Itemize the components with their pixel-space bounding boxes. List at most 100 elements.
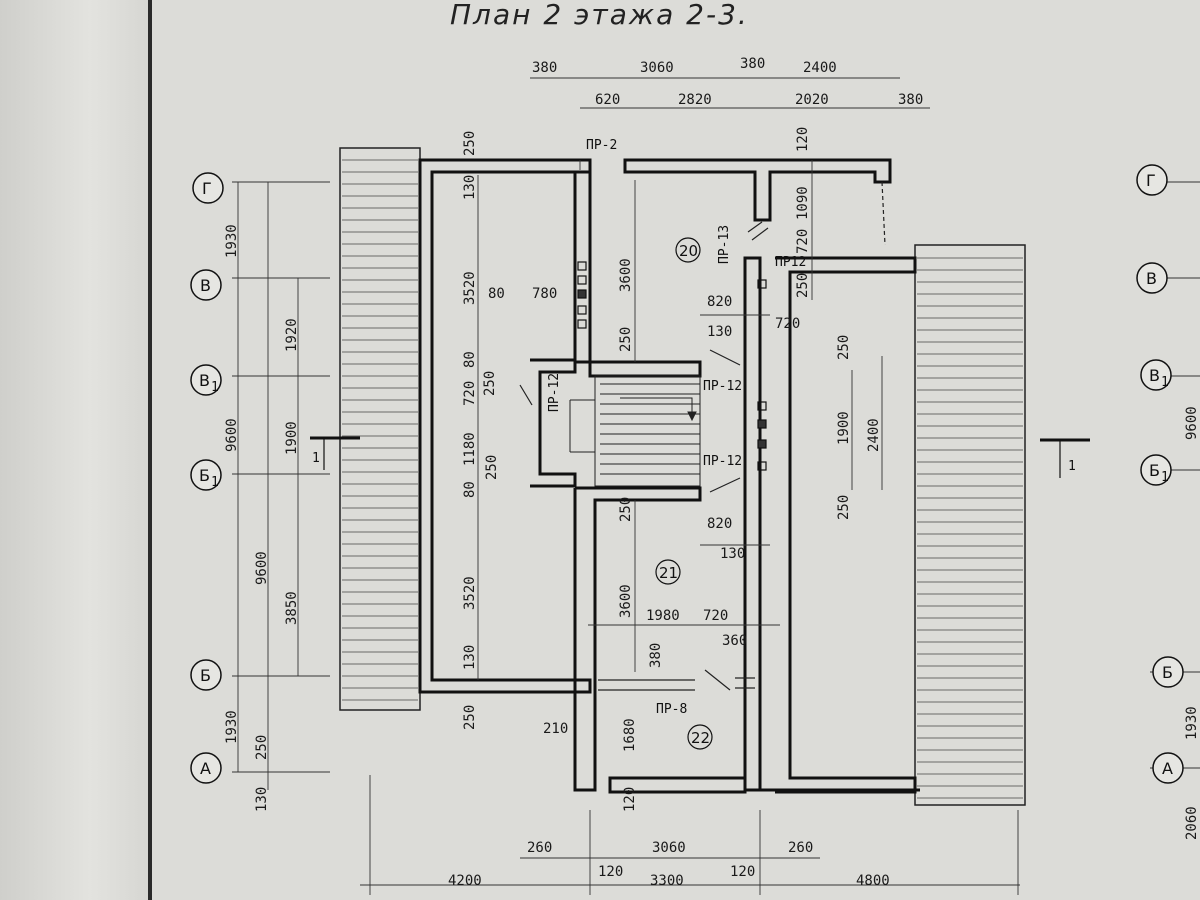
room-number-22: 22 <box>691 729 710 747</box>
dim-int-250h: 250 <box>836 335 852 360</box>
dim-int-1680: 1680 <box>622 718 638 752</box>
axis-label-b1-sub-right: 1 <box>1161 470 1169 485</box>
dim-left-1930a: 1930 <box>224 224 240 258</box>
background-paper-left <box>0 0 150 900</box>
dim-top-380b: 380 <box>740 56 765 72</box>
dim-int-820b: 820 <box>707 516 732 532</box>
left-balcony <box>339 147 421 711</box>
dim-int-820a: 820 <box>707 294 732 310</box>
room-number-20: 20 <box>679 242 698 260</box>
dim-top-380a: 380 <box>532 60 557 76</box>
dim-int-80a: 80 <box>488 286 505 302</box>
dim-int-360: 360 <box>722 633 747 649</box>
dim-int-250i: 250 <box>836 495 852 520</box>
opening-pr12-c: ПР-12 <box>703 454 742 469</box>
dim-int-2400b: 2400 <box>866 418 882 452</box>
dim-top-3060: 3060 <box>640 60 674 76</box>
axis-label-a-left: А <box>200 759 211 778</box>
section-mark-left: 1 <box>312 451 320 466</box>
staircase <box>569 375 701 487</box>
dim-bottom-260b: 260 <box>788 840 813 856</box>
dim-left-1900: 1900 <box>284 421 300 455</box>
axis-label-v1-right: В <box>1149 366 1160 385</box>
dim-int-250b: 250 <box>482 371 498 396</box>
dim-int-250f: 250 <box>618 497 634 522</box>
dim-left-9600b: 9600 <box>254 551 270 585</box>
walls <box>418 158 920 794</box>
dim-top-2400: 2400 <box>803 60 837 76</box>
dim-int-130-top: 130 <box>462 175 478 200</box>
vent-ducts <box>577 261 767 471</box>
dim-bottom-3300: 3300 <box>650 873 684 889</box>
dim-bottom-4200: 4200 <box>448 873 482 889</box>
axis-label-b1-sub-left: 1 <box>211 475 219 490</box>
dim-top-620: 620 <box>595 92 620 108</box>
dim-int-80c: 80 <box>462 481 478 498</box>
opening-pr12-left: ПР-12 <box>547 373 562 412</box>
dim-int-720b: 720 <box>775 316 800 332</box>
dim-left-250a: 250 <box>254 735 270 760</box>
dim-int-720d: 720 <box>795 229 811 254</box>
dim-int-780: 780 <box>532 286 557 302</box>
dim-left-130a: 130 <box>254 787 270 812</box>
dim-int-380d: 380 <box>648 643 664 668</box>
opening-pr12-b: ПР-12 <box>703 379 742 394</box>
dim-bottom-4800: 4800 <box>856 873 890 889</box>
room-markers <box>655 237 713 750</box>
dim-right-1930: 1930 <box>1184 706 1200 740</box>
axis-bubbles-right <box>1136 164 1184 784</box>
axis-label-g-right: Г <box>1146 171 1156 190</box>
dim-int-720a: 720 <box>462 381 478 406</box>
dim-bottom-3060: 3060 <box>652 840 686 856</box>
dim-int-3520a: 3520 <box>462 271 478 305</box>
axis-label-b-right: Б <box>1162 663 1173 682</box>
dim-int-130d: 130 <box>720 546 745 562</box>
opening-pr13: ПР-13 <box>717 225 732 264</box>
door-marks <box>519 181 886 691</box>
dim-int-720c: 720 <box>703 608 728 624</box>
dimension-lines <box>232 77 1200 895</box>
opening-pr12-a: ПР12 <box>775 255 806 270</box>
sheet-edge <box>148 0 152 900</box>
dim-int-120b: 120 <box>795 127 811 152</box>
dim-right-2060: 2060 <box>1184 806 1200 840</box>
axis-label-b1-right: Б <box>1149 461 1160 480</box>
axis-label-g-left: Г <box>202 179 212 198</box>
room-number-21: 21 <box>659 564 678 582</box>
plan-title: План 2 этажа 2-3. <box>450 0 749 31</box>
dim-top-380c: 380 <box>898 92 923 108</box>
dim-int-250e: 250 <box>618 327 634 352</box>
axis-label-b-left: Б <box>200 666 211 685</box>
dim-int-1090: 1090 <box>795 186 811 220</box>
right-balcony <box>914 244 1026 806</box>
dim-bottom-260a: 260 <box>527 840 552 856</box>
dim-left-9600a: 9600 <box>224 418 240 452</box>
dim-int-3600a: 3600 <box>618 258 634 292</box>
axis-label-b1-left: Б <box>199 466 210 485</box>
dim-top-2020: 2020 <box>795 92 829 108</box>
dim-int-120a: 120 <box>622 787 638 812</box>
dim-left-1930b: 1930 <box>224 710 240 744</box>
section-mark-right: 1 <box>1068 459 1076 474</box>
axis-label-a-right: А <box>1162 759 1173 778</box>
axis-label-v-left: В <box>200 276 211 295</box>
section-cut-marks <box>310 436 1090 478</box>
axis-label-v1-sub-left: 1 <box>211 380 219 395</box>
axis-label-v1-sub-right: 1 <box>1161 375 1169 390</box>
dim-int-80b: 80 <box>462 351 478 368</box>
dim-int-3520b: 3520 <box>462 576 478 610</box>
dim-int-1180: 1180 <box>462 432 478 466</box>
dim-bottom-120a: 120 <box>598 864 623 880</box>
axis-label-v1-left: В <box>199 371 210 390</box>
dim-int-130b: 130 <box>462 645 478 670</box>
dim-top-2820: 2820 <box>678 92 712 108</box>
opening-pr8: ПР-8 <box>656 702 687 717</box>
dim-int-1900b: 1900 <box>836 411 852 445</box>
dim-int-1980: 1980 <box>646 608 680 624</box>
dim-int-250c: 250 <box>484 455 500 480</box>
dim-int-210: 210 <box>543 721 568 737</box>
dim-left-3850: 3850 <box>284 591 300 625</box>
dim-int-3600b: 3600 <box>618 584 634 618</box>
axis-bubbles-left <box>190 172 224 784</box>
dim-bottom-120b: 120 <box>730 864 755 880</box>
